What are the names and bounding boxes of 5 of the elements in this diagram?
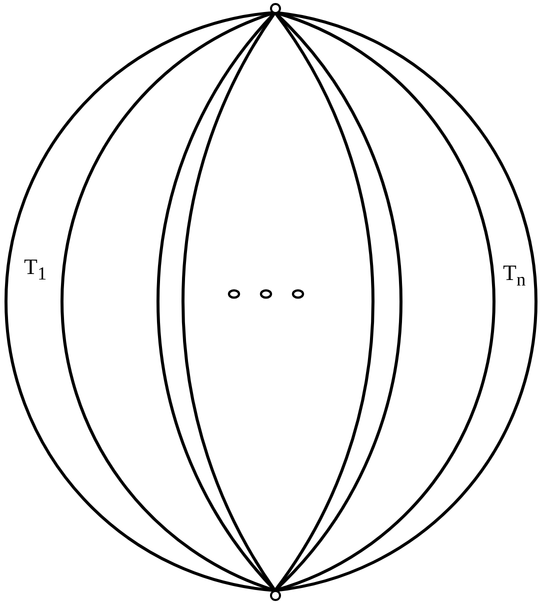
arc-label: T$_{1}$ bbox=[24, 256, 47, 283]
arc-label: T$_{n}$ bbox=[503, 262, 526, 289]
arc-line bbox=[182, 12, 276, 592]
vertex-circle bbox=[270, 590, 280, 600]
vertex-circle bbox=[270, 2, 280, 14]
